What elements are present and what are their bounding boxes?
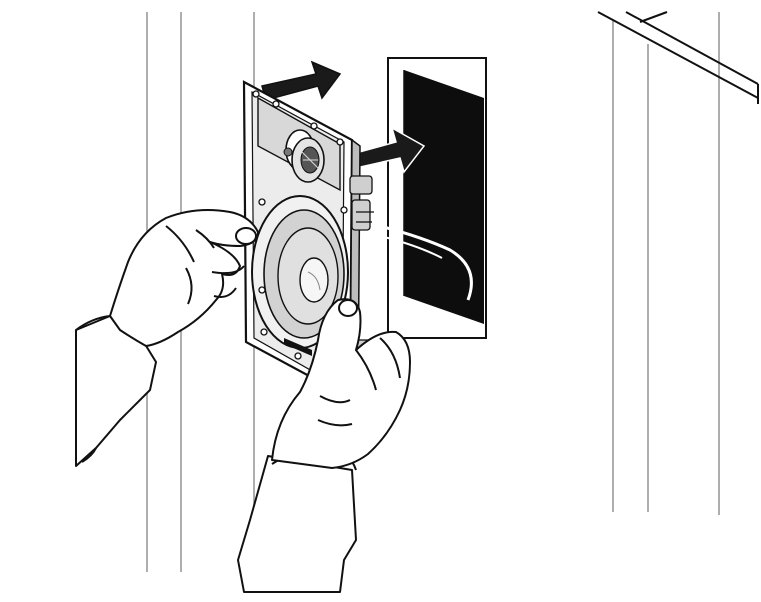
wall-cutout-opening <box>371 57 487 339</box>
ceiling-beam <box>597 11 759 104</box>
direction-arrow-top <box>261 60 342 101</box>
bose-logo <box>284 338 312 356</box>
right-hand <box>237 298 411 593</box>
left-hand <box>75 209 259 467</box>
tweeter <box>257 96 341 192</box>
direction-arrow-middle <box>351 126 426 174</box>
woofer <box>251 195 349 349</box>
wall-stud-lines-right <box>612 12 720 515</box>
